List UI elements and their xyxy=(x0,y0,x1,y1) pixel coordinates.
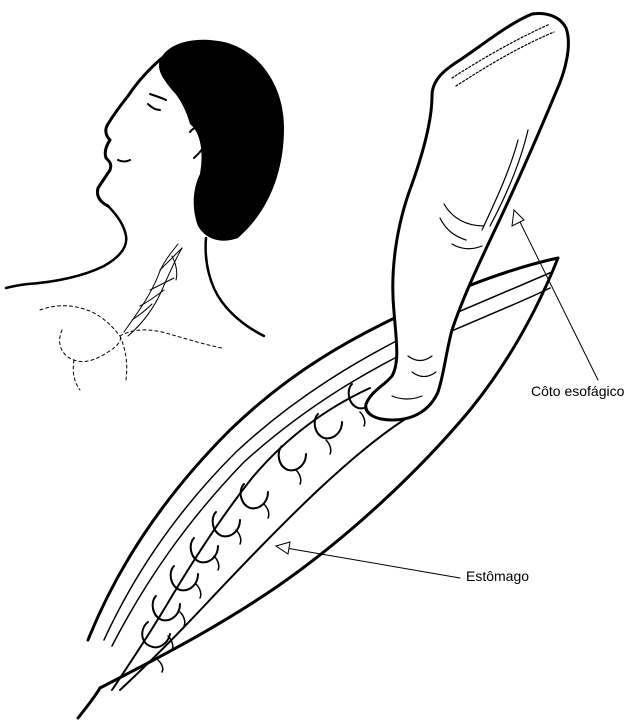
head-figure xyxy=(6,40,284,336)
leader-line-esophageal-stump xyxy=(518,218,598,380)
label-esophageal-stump: Côto esofágico xyxy=(531,383,624,399)
suture-loops xyxy=(142,384,376,647)
neck-back xyxy=(206,238,264,336)
leader-line-stomach xyxy=(286,548,460,578)
neck-incision xyxy=(124,244,182,336)
neck-front xyxy=(6,206,126,288)
face-profile xyxy=(97,58,162,206)
label-stomach: Estômago xyxy=(466,568,529,584)
eye xyxy=(148,104,160,110)
arrowhead-esophageal-stump xyxy=(512,210,524,226)
mouth xyxy=(118,160,130,162)
chest-dashed-outline xyxy=(40,306,222,390)
esophageal-stump xyxy=(366,14,569,420)
arrowhead-stomach xyxy=(276,542,290,554)
stomach-tube xyxy=(78,258,558,718)
brow xyxy=(150,94,166,100)
hair xyxy=(159,40,284,241)
